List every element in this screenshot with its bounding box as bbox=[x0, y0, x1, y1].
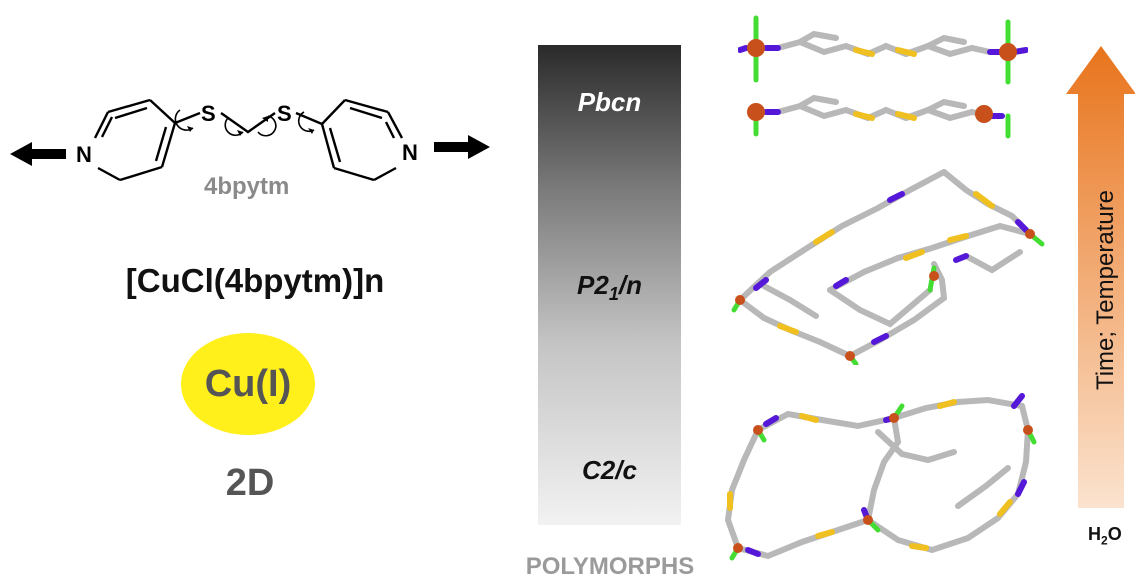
rotation-arrow-icon bbox=[174, 109, 315, 137]
ligand-name: 4bpytm bbox=[204, 173, 289, 200]
right-nitrogen-label: N bbox=[402, 140, 418, 165]
polymorph-gradient-bar bbox=[538, 45, 681, 525]
polymorphs-footer: POLYMORPHS bbox=[525, 553, 695, 580]
dimensionality-label: 2D bbox=[225, 462, 275, 504]
time-temperature-label: Time; Temperature bbox=[1092, 189, 1119, 391]
bond-c-s-left bbox=[174, 111, 201, 125]
complex-formula: [CuCl(4bpytm)]n bbox=[125, 262, 385, 299]
water-subscript: 2 bbox=[1101, 533, 1108, 548]
left-arrow-icon bbox=[10, 142, 66, 166]
water-label: H2O bbox=[1088, 524, 1122, 548]
structure-c2c-image bbox=[724, 393, 1037, 561]
left-pyridine-ring bbox=[93, 98, 177, 182]
ligand-structure: N S S N 4bpytm bbox=[10, 98, 490, 200]
phase-p21n-sub: 1 bbox=[608, 284, 619, 305]
time-temperature-arrow-icon bbox=[1066, 46, 1135, 508]
phase-label-pbcn: Pbcn bbox=[577, 87, 642, 117]
sulfur-label-left: S bbox=[201, 101, 216, 126]
sulfur-label-right: S bbox=[277, 101, 292, 126]
oxidation-state-text: Cu(I) bbox=[204, 362, 292, 405]
water-h: H bbox=[1088, 524, 1101, 544]
phase-p21n-tail: /n bbox=[618, 270, 642, 300]
right-pyridine-ring bbox=[320, 98, 404, 182]
structure-p21n-image bbox=[731, 169, 1045, 365]
left-nitrogen-label: N bbox=[76, 142, 92, 167]
phase-label-p21n: P21/n bbox=[538, 270, 681, 305]
phase-p21n-main: P2 bbox=[577, 270, 609, 300]
structure-pbcn-image bbox=[738, 15, 1028, 139]
oxidation-state-badge: Cu(I) bbox=[181, 333, 315, 435]
right-arrow-icon bbox=[434, 135, 490, 159]
phase-label-c2c: C2/c bbox=[582, 455, 637, 485]
bond-methylene-bridge bbox=[220, 112, 276, 134]
water-o: O bbox=[1107, 524, 1122, 544]
